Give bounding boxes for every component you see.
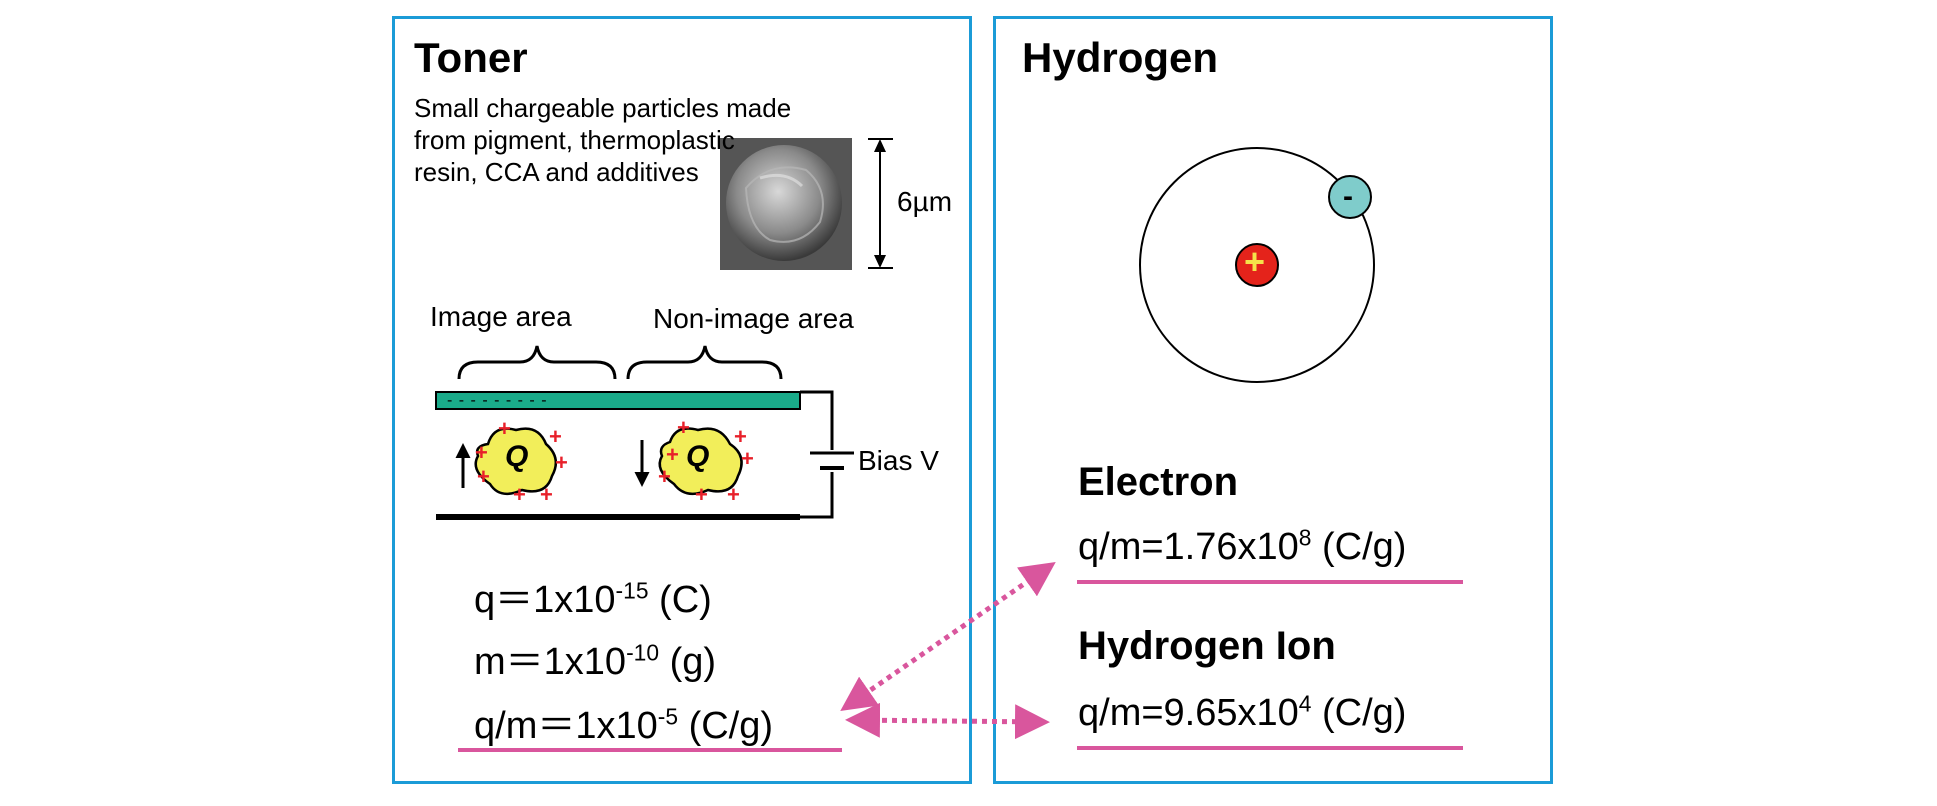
hydrogen-panel [993,16,1553,784]
plate-negative-charges: - - - - - - - - - [447,392,548,409]
electron-icon [1328,175,1372,219]
particle-charge-plus: + [727,482,740,507]
bias-voltage-label: Bias V [858,445,939,476]
bias-circuit-wire [800,390,834,519]
particle-charge-plus: + [734,424,747,449]
particle-charge-plus: + [666,442,679,467]
toner-ratio-underline [458,748,842,752]
non-image-area-label: Non-image area [653,303,854,334]
toner-sem-image [720,138,852,270]
electron-label: Electron [1078,460,1239,504]
particle-charge-plus: + [498,416,511,441]
hydrogen-ion-label: Hydrogen Ion [1078,624,1336,668]
particle-charge-plus: + [555,450,568,475]
toner-description: Small chargeable particles made from pig… [414,93,792,187]
image-area-brace [457,345,617,380]
image-area-label: Image area [430,301,572,332]
toner-title: Toner [414,34,528,81]
particle-charge-plus: + [741,446,754,471]
particle-charge-plus: + [549,424,562,449]
electron-charge-mass-ratio: q/m=1.76x108 (C/g) [1078,524,1407,568]
toner-particle-left [474,427,558,496]
particle-charge-plus: + [658,464,671,489]
particle-charge-plus: + [695,482,708,507]
electron-orbit [1139,147,1375,383]
particle-charge-plus: + [513,482,526,507]
particle-charge-plus: + [475,440,488,465]
photoconductor-plate [435,391,801,410]
nucleus-icon [1235,243,1279,287]
toner-to-electron-arrow [840,562,1056,711]
toner-charge-mass-ratio: q/m＝1x10-5 (C/g) [474,703,774,747]
non-image-area-brace [626,345,783,380]
toner-particle-right [658,427,743,496]
electron-ratio-underline [1077,580,1463,584]
particle-charge-plus: + [540,482,553,507]
toner-charge-equation: q＝1x10-15 (C) [474,577,712,621]
nucleus-plus-sign: + [1244,241,1266,282]
hydrogen-title: Hydrogen [1022,34,1219,81]
particle-charge-label: Q [505,440,529,473]
toner-to-ion-arrow [845,702,1050,740]
particle-charge-plus: + [477,464,490,489]
size-dimension-arrow [868,138,893,269]
particle-charge-label: Q [686,440,710,473]
electron-minus-sign: - [1343,180,1353,213]
toner-mass-equation: m＝1x10-10 (g) [474,639,717,683]
developer-plate [436,514,800,520]
particle-charge-plus: + [677,415,690,440]
toner-panel [392,16,972,784]
ion-charge-mass-ratio: q/m=9.65x104 (C/g) [1078,690,1407,734]
particle-size-label: 6µm [897,186,953,217]
ion-ratio-underline [1077,746,1463,750]
